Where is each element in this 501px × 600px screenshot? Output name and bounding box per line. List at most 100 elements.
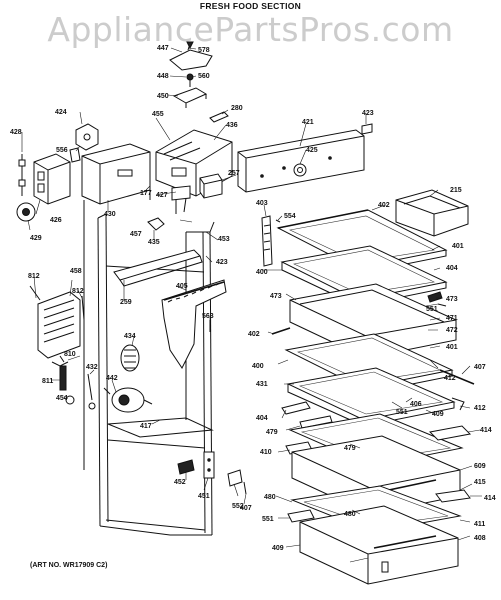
part-lamp-socket — [69, 123, 99, 163]
part-number-label: 551 — [396, 409, 408, 416]
part-knob-423 — [361, 123, 373, 135]
part-rail-480-left — [287, 509, 315, 523]
part-number-label: 402 — [248, 331, 260, 338]
part-number-label: 405 — [176, 283, 188, 290]
part-number-label: 458 — [70, 268, 82, 275]
part-damper-motor-442 — [103, 387, 153, 413]
part-number-label: 409 — [432, 411, 444, 418]
part-clip-435 — [147, 217, 165, 231]
part-number-label: 455 — [152, 111, 164, 118]
part-number-label: 452 — [174, 479, 186, 486]
leader-lines — [21, 47, 482, 563]
part-number-label: 430 — [104, 211, 116, 218]
part-number-label: 457 — [130, 231, 142, 238]
part-number-label: 424 — [55, 109, 67, 116]
part-clip-551 — [437, 303, 447, 307]
part-number-label: 479 — [266, 429, 278, 436]
part-number-label: 177 — [140, 190, 152, 197]
part-rod-402 — [271, 327, 291, 335]
part-number-label: 578 — [198, 47, 210, 54]
part-number-label: 552 — [232, 503, 244, 510]
part-number-label: 414 — [484, 495, 496, 502]
part-number-label: 257 — [228, 170, 240, 177]
part-number-label: 447 — [157, 45, 169, 52]
part-damper-434 — [120, 344, 140, 372]
part-screw-560 — [186, 73, 194, 87]
part-hinge-452 — [203, 451, 215, 479]
part-wire-432 — [87, 373, 93, 401]
part-number-label: 409 — [272, 545, 284, 552]
part-number-label: 400 — [252, 363, 264, 370]
part-number-label: 812 — [72, 288, 84, 295]
part-hinge-451 — [227, 469, 243, 487]
part-number-label: 429 — [30, 235, 42, 242]
part-number-label: 471 — [446, 315, 458, 322]
part-number-label: 432 — [86, 364, 98, 371]
part-number-label: 556 — [56, 147, 68, 154]
part-number-label: 280 — [231, 105, 243, 112]
part-number-label: 480 — [344, 511, 356, 518]
part-pad-280 — [209, 111, 229, 123]
part-number-label: 401 — [452, 243, 464, 250]
part-screw-552 — [243, 481, 247, 495]
part-number-label: 415 — [474, 479, 486, 486]
part-air-duct-405 — [161, 279, 227, 369]
part-top-cap — [169, 41, 213, 71]
part-number-label: 563 — [202, 313, 214, 320]
art-number: (ART NO. WR17909 C2) — [30, 562, 108, 569]
part-number-label: 400 — [256, 269, 268, 276]
part-number-label: 551 — [426, 306, 438, 313]
part-number-label: 410 — [260, 449, 272, 456]
part-bracket-406 — [451, 397, 465, 411]
part-number-label: 454 — [56, 395, 68, 402]
part-clip-427 — [171, 185, 191, 214]
part-number-label: 407 — [474, 364, 486, 371]
part-number-label: 451 — [198, 493, 210, 500]
part-rail-409 — [299, 415, 333, 429]
part-number-label: 436 — [226, 122, 238, 129]
part-clip-473 — [427, 291, 443, 303]
part-number-label: 407 — [240, 505, 252, 512]
part-number-label: 423 — [216, 259, 228, 266]
part-number-label: 551 — [262, 516, 274, 523]
part-shelf-fourth — [286, 367, 456, 427]
part-number-label: 402 — [378, 202, 390, 209]
part-rail-479-right — [428, 425, 472, 441]
part-number-label: 811 — [42, 378, 53, 385]
part-number-label: 411 — [474, 521, 485, 528]
part-number-label: 472 — [446, 327, 458, 334]
part-rail-417 — [281, 401, 311, 415]
part-number-label: 401 — [446, 344, 458, 351]
part-number-label: 404 — [256, 415, 268, 422]
watermark-text: AppliancePartsPros.com — [47, 10, 454, 49]
part-number-label: 414 — [480, 427, 492, 434]
part-number-label: 448 — [157, 73, 169, 80]
part-number-label: 215 — [450, 187, 462, 194]
part-number-label: 423 — [362, 110, 374, 117]
part-number-label: 417 — [140, 423, 152, 430]
part-number-label: 428 — [10, 129, 22, 136]
part-fan-429 — [16, 202, 36, 222]
part-number-label: 403 — [256, 200, 268, 207]
part-number-label: 421 — [302, 119, 314, 126]
part-number-label: 425 — [306, 147, 318, 154]
part-number-label: 426 — [50, 217, 62, 224]
part-number-label: 473 — [446, 296, 458, 303]
part-number-label: 810 — [64, 351, 76, 358]
part-number-label: 473 — [270, 293, 282, 300]
part-number-label: 453 — [218, 236, 230, 243]
part-number-label: 812 — [28, 273, 40, 280]
part-number-label: 404 — [446, 265, 458, 272]
part-bottom-pan — [299, 505, 459, 585]
part-number-label: 480 — [264, 494, 276, 501]
part-number-label: 450 — [157, 93, 169, 100]
part-rail-403 — [261, 215, 281, 267]
part-number-label: 442 — [106, 375, 118, 382]
part-number-label: 412 — [444, 375, 456, 382]
part-number-label: 435 — [148, 239, 160, 246]
part-number-label: 408 — [474, 535, 486, 542]
part-number-label: 431 — [256, 381, 268, 388]
part-number-label: 554 — [284, 213, 296, 220]
